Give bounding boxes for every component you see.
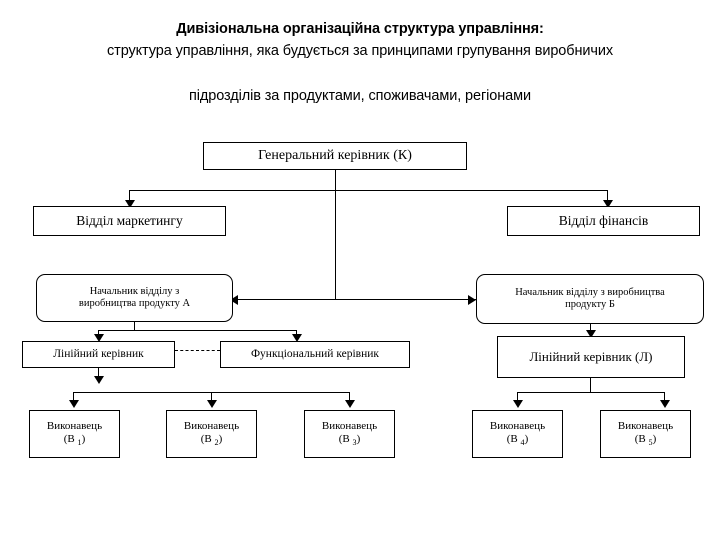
node-line-manager-a-label: Лінійний керівник (53, 347, 144, 360)
connector-to-executor-2 (211, 392, 212, 402)
title-line-2: структура управління, яка будується за п… (107, 43, 613, 59)
arrow-to-finance (603, 200, 613, 208)
connector-to-finance (607, 190, 608, 202)
node-executor-1-code: (В 1) (63, 433, 86, 448)
connector-line-manager-l-stub (590, 378, 591, 392)
node-line-manager-l-label: Лінійний керівник (Л) (529, 349, 653, 365)
node-functional-manager-label: Функціональний керівник (250, 347, 380, 360)
node-executor-3[interactable]: Виконавець (В 3) (304, 410, 395, 458)
node-executor-2-label: Виконавець (183, 420, 240, 433)
node-head-product-b[interactable]: Начальник відділу з виробництва продукту… (476, 274, 704, 324)
node-executor-1[interactable]: Виконавець (В 1) (29, 410, 120, 458)
arrow-to-executor-4 (513, 400, 523, 408)
node-executor-2-code: (В 2) (200, 433, 223, 448)
node-head-product-a-line-2: виробництва продукту А (78, 298, 191, 309)
node-executor-1-label: Виконавець (46, 420, 103, 433)
node-executor-5-label: Виконавець (617, 420, 674, 433)
connector-to-executor-1 (73, 392, 74, 402)
node-line-manager-a[interactable]: Лінійний керівник (22, 341, 175, 368)
node-finance-department[interactable]: Відділ фінансів (507, 206, 700, 236)
arrow-to-head-product-b (468, 295, 476, 305)
connector-general-trunk (335, 170, 336, 190)
arrow-to-marketing (125, 200, 135, 208)
arrow-to-executor-1 (69, 400, 79, 408)
connector-to-marketing (129, 190, 130, 202)
node-head-product-b-line-1: Начальник відділу з виробництва (515, 286, 665, 298)
connector-product-heads-bar (43, 299, 627, 300)
arrow-to-executor-2 (207, 400, 217, 408)
connector-to-executor-4 (517, 392, 518, 402)
node-finance-department-label: Відділ фінансів (558, 213, 649, 229)
connector-executors-right-bar (517, 392, 664, 393)
connector-head-a-to-functional-manager (296, 330, 297, 336)
node-executor-3-label: Виконавець (321, 420, 378, 433)
slide-title: Дивізіональна організаційна структура уп… (0, 18, 720, 107)
node-functional-manager[interactable]: Функціональний керівник (220, 341, 410, 368)
title-line-3: підрозділів за продуктами, споживачами, … (189, 88, 531, 104)
node-executor-3-code: (В 3) (338, 433, 361, 448)
arrow-to-executor-5 (660, 400, 670, 408)
connector-level2-bar (129, 190, 607, 191)
node-marketing-department-label: Відділ маркетингу (76, 213, 183, 229)
connector-head-a-to-line-manager (98, 330, 99, 336)
title-line-1: Дивізіональна організаційна структура уп… (176, 21, 544, 37)
arrow-to-line-manager-l (586, 330, 596, 338)
node-executor-5[interactable]: Виконавець (В 5) (600, 410, 691, 458)
node-general-manager[interactable]: Генеральний керівник (К) (203, 142, 467, 170)
arrow-line-manager-a-stub (94, 376, 104, 384)
node-executor-4-code: (В 4) (506, 433, 529, 448)
node-executor-4[interactable]: Виконавець (В 4) (472, 410, 563, 458)
connector-dashed-coordination (175, 350, 220, 351)
node-head-product-b-line-2: продукту Б (565, 299, 615, 310)
connector-line-manager-a-stub (98, 368, 99, 378)
connector-general-trunk-lower (335, 190, 336, 300)
arrow-to-functional-manager (292, 334, 302, 342)
node-executor-2[interactable]: Виконавець (В 2) (166, 410, 257, 458)
connector-to-executor-3 (349, 392, 350, 402)
arrow-to-head-product-a (230, 295, 238, 305)
node-head-product-a-line-1: Начальник відділу з (89, 285, 180, 297)
node-head-product-a[interactable]: Начальник відділу з виробництва продукту… (36, 274, 233, 322)
node-marketing-department[interactable]: Відділ маркетингу (33, 206, 226, 236)
arrow-to-line-manager-a (94, 334, 104, 342)
arrow-to-executor-3 (345, 400, 355, 408)
connector-head-b-to-line-manager-l (590, 324, 591, 332)
node-line-manager-l[interactable]: Лінійний керівник (Л) (497, 336, 685, 378)
connector-head-a-bar (98, 330, 296, 331)
node-executor-4-label: Виконавець (489, 420, 546, 433)
connector-to-executor-5 (664, 392, 665, 402)
connector-head-a-stub (134, 322, 135, 330)
node-executor-5-code: (В 5) (634, 433, 657, 448)
node-general-manager-label: Генеральний керівник (К) (258, 147, 412, 163)
